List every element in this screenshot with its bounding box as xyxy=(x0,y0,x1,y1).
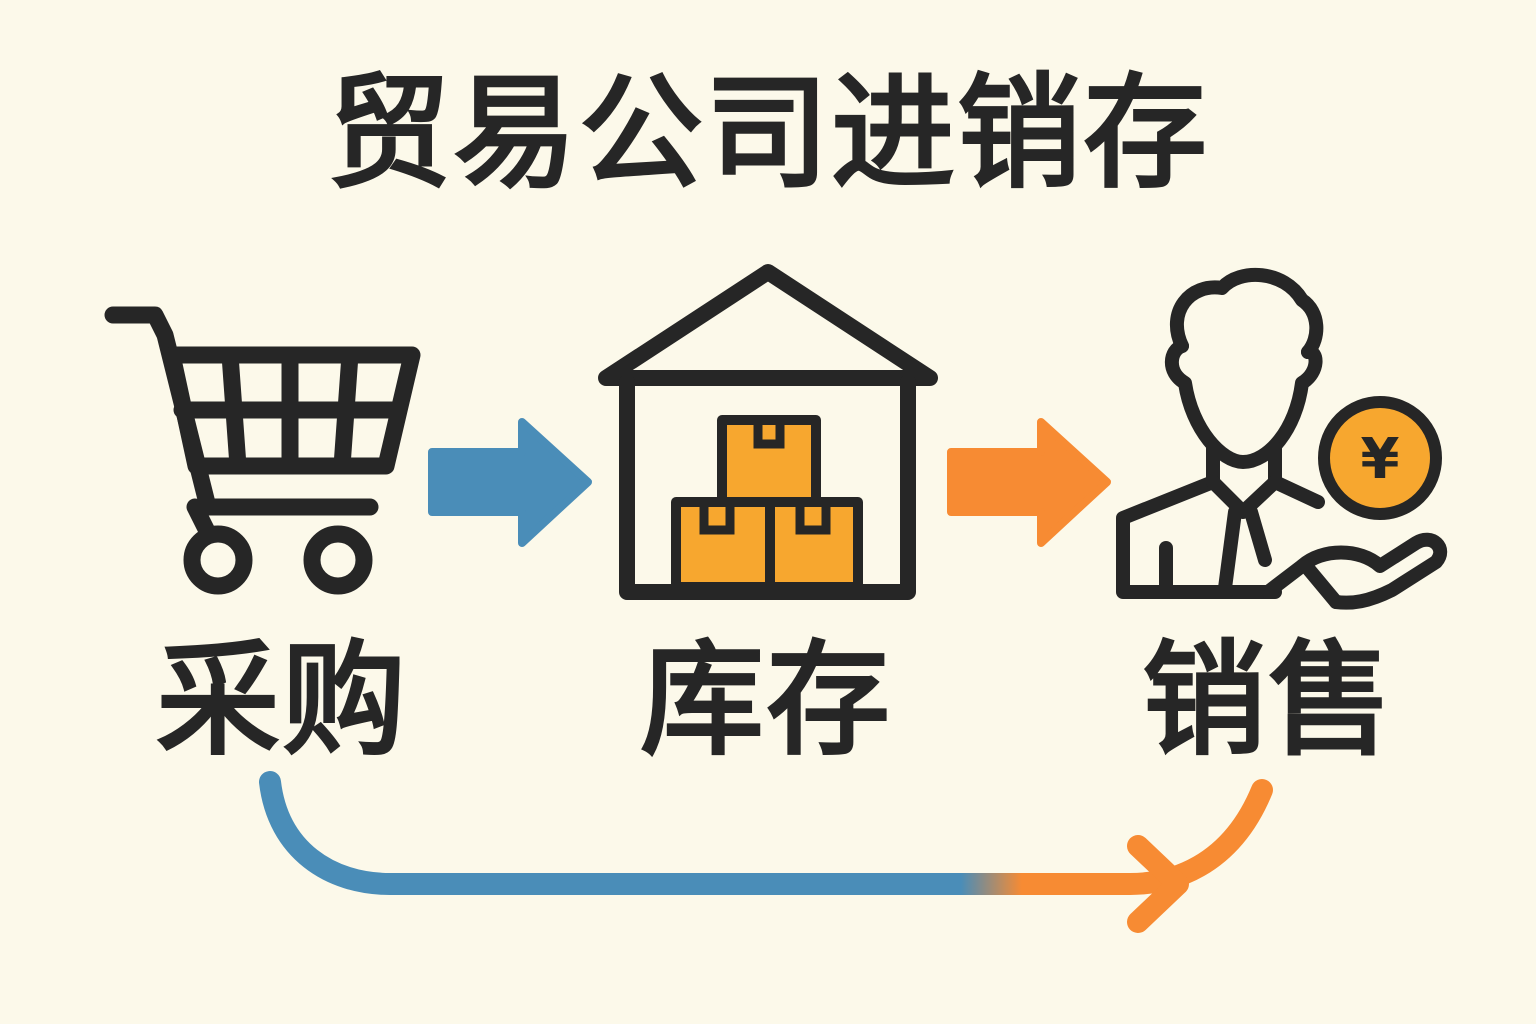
node-label-inventory: 库存 xyxy=(639,629,892,773)
arrow-purchase-to-inventory xyxy=(428,418,592,547)
shopping-cart-icon xyxy=(104,306,421,595)
yen-coin-symbol: ¥ xyxy=(1361,427,1400,492)
salesperson-icon: ¥ xyxy=(1116,267,1448,610)
page-title: 贸易公司进销存 xyxy=(326,62,1209,206)
node-label-purchase: 采购 xyxy=(155,629,408,773)
flow-return-arrow xyxy=(259,771,1273,933)
node-label-sales: 销售 xyxy=(1141,629,1394,773)
arrow-inventory-to-sales xyxy=(947,418,1111,547)
warehouse-icon xyxy=(598,264,938,600)
